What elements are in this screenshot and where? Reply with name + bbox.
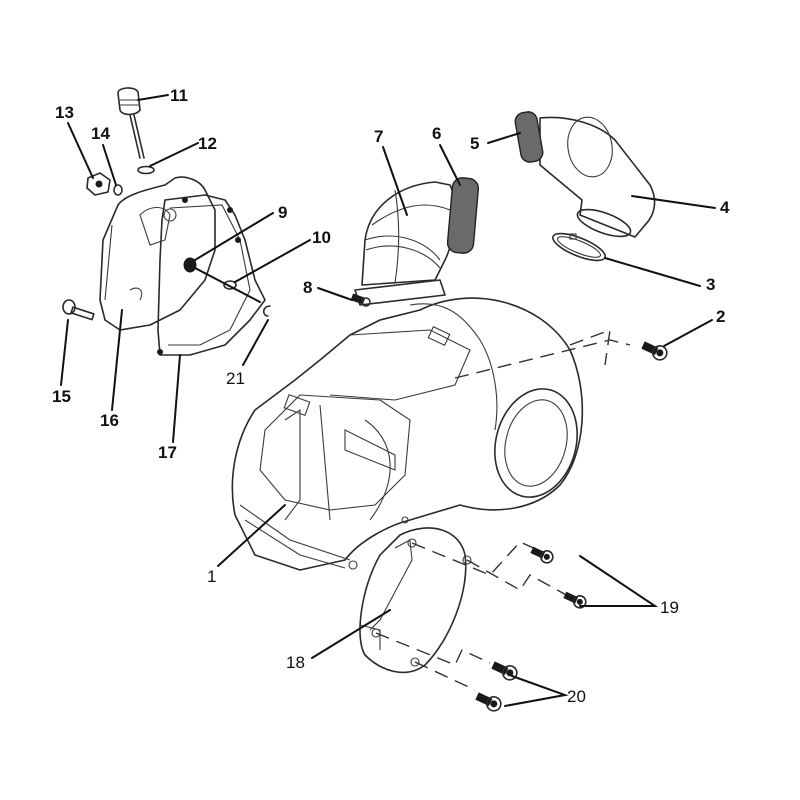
callout-18: 18	[286, 653, 305, 672]
part-19-bolts-upper	[530, 546, 587, 609]
leader-lines	[60, 94, 716, 707]
part-5-intake-filter-ring	[514, 111, 544, 163]
callout-5: 5	[470, 134, 479, 153]
assembly-guide-lines	[375, 328, 631, 691]
callout-8: 8	[303, 278, 312, 297]
part-18-inspection-cover	[359, 527, 472, 674]
part-10-dowel-pin	[194, 267, 261, 303]
part-13-drain-plug	[86, 172, 111, 196]
callout-6: 6	[432, 124, 441, 143]
callout-21: 21	[226, 369, 245, 388]
callout-7: 7	[374, 127, 383, 146]
callout-14: 14	[91, 124, 110, 143]
part-14-washer	[113, 184, 123, 196]
callout-19: 19	[660, 598, 679, 617]
part-6-filter-element	[446, 177, 480, 254]
part-11-dipstick	[117, 87, 145, 159]
part-8-screw	[350, 293, 371, 307]
callout-17: 17	[158, 443, 177, 462]
callout-2: 2	[716, 307, 725, 326]
callout-20: 20	[567, 687, 586, 706]
part-1-crankcase-cover	[231, 297, 584, 571]
callout-13: 13	[55, 103, 74, 122]
part-16-side-cover	[99, 176, 216, 331]
part-2-bolt	[641, 341, 668, 361]
part-12-o-ring	[137, 165, 155, 175]
part-3-hose-clamp	[552, 232, 606, 262]
callout-3: 3	[706, 275, 715, 294]
callout-1: 1	[207, 567, 216, 586]
callout-labels: 1 2 3 4 5 6 7 8 9 10 11 12 13 14 15 16 1…	[52, 86, 730, 706]
callout-11: 11	[170, 86, 188, 105]
part-4-intake-duct	[539, 116, 656, 238]
part-21-circlip	[262, 305, 271, 317]
part-20-bolts-lower	[475, 661, 518, 712]
part-7-outlet-duct	[354, 181, 456, 306]
part-9-oil-seal	[183, 257, 197, 273]
callout-9: 9	[278, 203, 287, 222]
callout-4: 4	[720, 198, 730, 217]
callout-15: 15	[52, 387, 71, 406]
callout-12: 12	[198, 134, 217, 153]
callout-10: 10	[312, 228, 331, 247]
callout-16: 16	[100, 411, 119, 430]
part-15-bolt	[62, 299, 95, 321]
part-17-gasket	[157, 194, 266, 356]
